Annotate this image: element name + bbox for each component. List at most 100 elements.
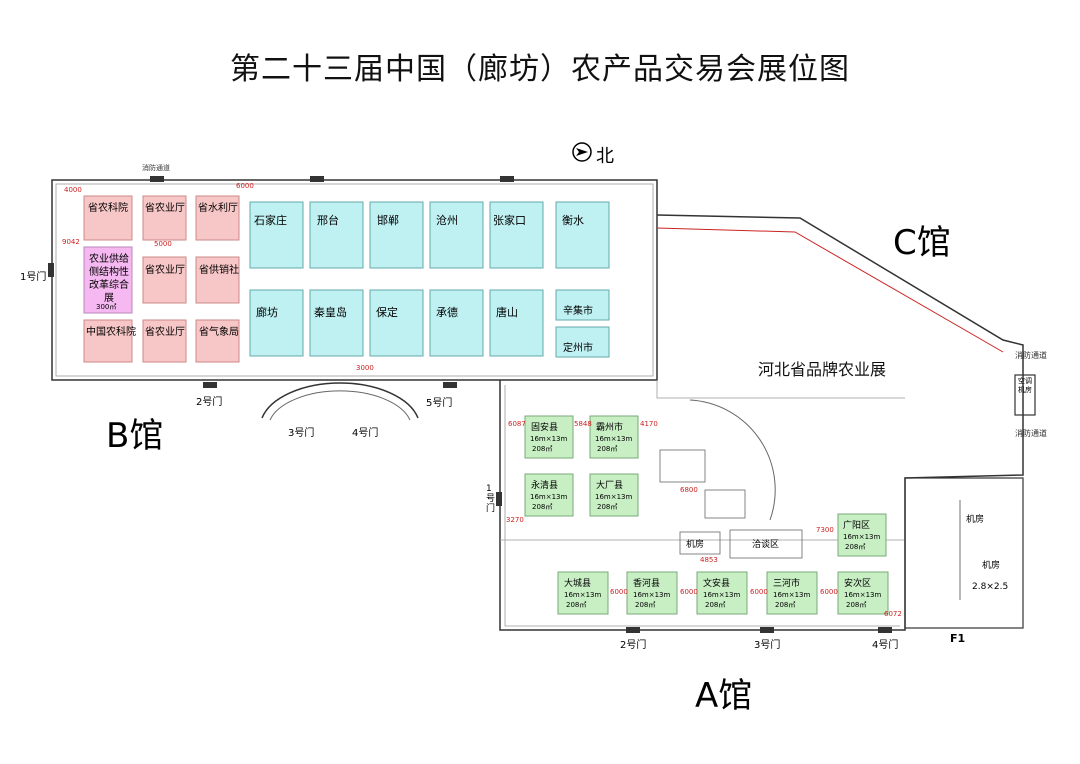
a-booth-area: 208㎡ — [845, 543, 866, 551]
booth-shengnongyeting-1 — [142, 195, 187, 241]
dimension-label: 3270 — [506, 516, 524, 524]
machine-room-label: 机房 — [686, 540, 705, 550]
city-booth-label: 秦皇岛 — [314, 306, 347, 319]
city-booth-label: 邯郸 — [377, 214, 399, 227]
city-booth-label: 保定 — [376, 306, 398, 319]
a-booth-area: 208㎡ — [532, 503, 553, 511]
gate-label: 5号门 — [426, 398, 453, 409]
dimension-label: 6000 — [610, 588, 628, 596]
a-booth-size: 16m×13m — [530, 435, 568, 443]
booth-shengqixiangju — [195, 319, 240, 363]
gate-label: 1号门 — [486, 484, 496, 514]
booth-handan — [369, 201, 424, 269]
dimension-label: 4000 — [64, 186, 82, 194]
a-booth-label: 大厂县 — [596, 481, 624, 491]
dimension-label: 4170 — [640, 420, 658, 428]
booth-dacheng — [557, 571, 609, 615]
booth-tangshan — [489, 289, 544, 357]
hall-label-a: A馆 — [695, 676, 753, 716]
b-booth-label: 省农科院 — [88, 203, 128, 214]
compass-icon — [572, 142, 592, 162]
hall-label-b: B馆 — [106, 416, 164, 456]
a-hall-rooms — [659, 449, 803, 559]
booth-reform-exhibit — [83, 246, 133, 314]
fire-lane-label: 消防通道 — [1015, 351, 1047, 360]
elevator-size-label: 2.8×2.5 — [972, 582, 1009, 592]
gate-label: 3号门 — [288, 428, 315, 439]
gate-label: 3号门 — [754, 640, 781, 651]
gate-label: 1号门 — [20, 272, 47, 283]
floor-label: F1 — [950, 632, 966, 645]
a-booth-area: 208㎡ — [566, 601, 587, 609]
a-booth-size: 16m×13m — [530, 493, 568, 501]
dimension-label: 9042 — [62, 238, 80, 246]
city-booth-label: 邢台 — [317, 214, 339, 227]
city-booth-label: 沧州 — [436, 214, 458, 227]
aircon-room — [1014, 374, 1036, 416]
booth-dingzhou — [555, 326, 610, 358]
a-booth-area: 208㎡ — [532, 445, 553, 453]
booth-cangzhou — [429, 201, 484, 269]
dimension-label: 6072 — [884, 610, 902, 618]
a-booth-size: 16m×13m — [843, 533, 881, 541]
negotiation-room — [729, 529, 803, 559]
booth-shenggongxiaoshe — [195, 256, 240, 304]
a-booth-label: 香河县 — [633, 579, 661, 589]
dimension-label: 5848 — [574, 420, 592, 428]
b-booth-label: 省农业厅 — [145, 203, 185, 214]
a-booth-label: 固安县 — [531, 423, 559, 433]
booth-shengshuiliting — [195, 195, 240, 241]
b-booth-area: 300㎡ — [96, 303, 117, 311]
dimension-label: 3000 — [356, 364, 374, 372]
a-booth-label: 霸州市 — [596, 423, 624, 433]
city-booth-label: 辛集市 — [563, 306, 593, 317]
dimension-label: 7300 — [816, 526, 834, 534]
b-booth-label: 中国农科院 — [86, 327, 136, 338]
a-booth-label: 三河市 — [773, 579, 801, 589]
city-booth-label: 石家庄 — [254, 214, 287, 227]
gate-marks — [48, 176, 892, 633]
booth-qinhuangdao — [309, 289, 364, 357]
dimension-label: 6087 — [508, 420, 526, 428]
a-hall-booths — [524, 415, 889, 615]
booth-zhongguonongkeyuan — [83, 319, 133, 363]
booth-baoding — [369, 289, 424, 357]
a-booth-area: 208㎡ — [597, 503, 618, 511]
booth-bazhou — [589, 415, 639, 459]
hall-label-c: C馆 — [893, 223, 951, 263]
fire-lane-label: 消防通道 — [1015, 429, 1047, 438]
a-booth-area: 208㎡ — [705, 601, 726, 609]
a-booth-area: 208㎡ — [846, 601, 867, 609]
dimension-label: 6800 — [680, 486, 698, 494]
booth-shengnongyeting-3 — [142, 319, 187, 363]
b-booth-label: 农业供给侧结构性改革综合展 — [89, 254, 129, 304]
booth-yongqing — [524, 473, 574, 517]
booth-wenan — [696, 571, 748, 615]
gate-label: 4号门 — [352, 428, 379, 439]
b-booth-label: 省气象局 — [199, 327, 239, 338]
b-hall-wall — [51, 179, 658, 381]
city-booth-label: 承德 — [436, 306, 458, 319]
booth-guan — [524, 415, 574, 459]
booth-zhangjiakou — [489, 201, 544, 269]
gate-label: 4号门 — [872, 640, 899, 651]
page-title: 第二十三届中国（廊坊）农产品交易会展位图 — [230, 52, 850, 87]
a-booth-size: 16m×13m — [633, 591, 671, 599]
b-booth-label: 省供销社 — [199, 265, 239, 276]
booth-hengshui — [555, 201, 610, 269]
booth-langfang — [249, 289, 304, 357]
a-booth-area: 208㎡ — [775, 601, 796, 609]
fire-lane-label: 消防通道 — [142, 164, 170, 172]
dimension-label: 6000 — [680, 588, 698, 596]
aircon-room-label: 空调机房 — [1018, 377, 1032, 394]
city-booth-label: 唐山 — [496, 306, 518, 319]
a-booth-size: 16m×13m — [595, 493, 633, 501]
b-booth-label: 省农业厅 — [145, 265, 185, 276]
booth-shengnongkeyuan — [83, 195, 133, 241]
c-hall-exhibit-label: 河北省品牌农业展 — [758, 360, 887, 379]
a-booth-label: 大城县 — [564, 579, 592, 589]
booth-xinji — [555, 289, 610, 321]
machine-room-label: 机房 — [966, 515, 985, 525]
dimension-label: 6000 — [236, 182, 254, 190]
booth-anci — [837, 571, 889, 615]
